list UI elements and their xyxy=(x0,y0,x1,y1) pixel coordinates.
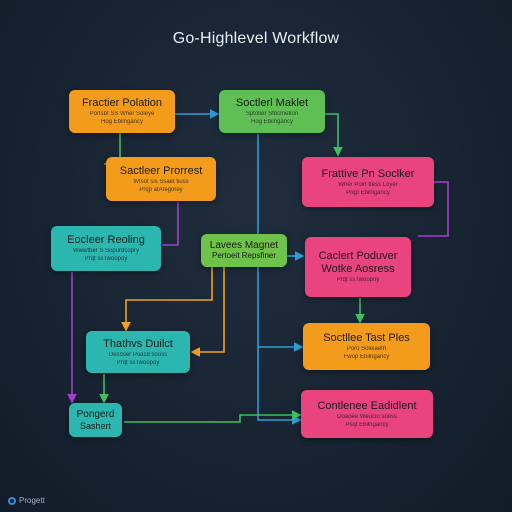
node-subtitle: Wotke Aosress xyxy=(321,263,395,275)
node-title: Soctllee Tast Ples xyxy=(323,332,410,344)
node-subtitle: Wtsot sis Ssaet tiuss xyxy=(133,178,189,185)
node-subtitle: Decoser Poacd sooss xyxy=(108,351,168,358)
diagram-title: Go-Highlevel Workflow xyxy=(172,30,340,47)
node-soctllee-tast-ples[interactable]: Soctllee Tast Ples Poro Soleiaeth Fwop E… xyxy=(303,323,430,370)
edge-n6-n8b xyxy=(190,266,225,357)
node-pongerd[interactable]: Pongerd Sashert xyxy=(69,403,122,437)
edge-n3-n5 xyxy=(162,202,179,246)
node-soctlerl-maklet[interactable]: Soctlerl Maklet Sptotier Sfbcmetion Hog … xyxy=(219,90,325,133)
node-subtitle: Hog Ebilngancy xyxy=(250,119,294,125)
node-eocleer-reoling[interactable]: Eocleer Reoling Wwwtber S Sopurdcopry Pr… xyxy=(51,226,161,271)
node-subtitle: Sptotier Sfbcmetion xyxy=(245,111,299,117)
node-title: Thathvs Duilct xyxy=(103,337,173,350)
node-subtitle: Portsbt SS Wher Soleye xyxy=(89,111,155,117)
node-title: Fractier Polation xyxy=(81,97,163,109)
node-title: Sactleer Prorrest xyxy=(119,164,203,177)
edge-n10-n11 xyxy=(124,410,302,423)
node-thathvs-duilct[interactable]: Thathvs Duilct Decoser Poacd sooss Prqt … xyxy=(86,331,190,373)
node-subtitle: Ooaoee Weuclo sooss xyxy=(336,413,398,420)
node-title: Frattive Pn Soclker xyxy=(321,167,415,180)
node-lavees-magnet[interactable]: Lavees Magnet Pertoeit Repsfiner xyxy=(201,234,287,267)
node-sactleer-prorrest[interactable]: Sactleer Prorrest Wtsot sis Ssaet tiuss … xyxy=(106,157,216,201)
node-subtitle: Prqt ssTwoopoy xyxy=(116,359,160,366)
node-subtitle: Psqt Ebilngancy xyxy=(345,421,389,428)
node-title: Soctlerl Maklet xyxy=(235,97,309,109)
node-title: Pongerd xyxy=(76,408,115,420)
node-subtitle: Poro Soleiaeth xyxy=(346,346,387,352)
node-title: Caclert Poduver xyxy=(318,250,398,262)
node-subtitle: Prqt ssTwoopoy xyxy=(336,277,380,283)
footer-label: Progett xyxy=(19,496,45,505)
node-subtitle: Wher Poirt ttess Loyer xyxy=(338,181,398,188)
node-subtitle: Prqp Ebilngancy xyxy=(346,189,390,196)
node-subtitle: Pertoeit Repsfiner xyxy=(211,251,277,260)
node-subtitle: Prqt ssTwoopoy xyxy=(84,256,128,262)
node-title: Lavees Magnet xyxy=(209,240,279,251)
node-subtitle: Sashert xyxy=(79,420,112,431)
node-fractier-polation[interactable]: Fractier Polation Portsbt SS Wher Soleye… xyxy=(69,90,175,133)
node-title: Contlenee Eadidlent xyxy=(317,399,417,412)
node-subtitle: Wwwtber S Sopurdcopry xyxy=(72,248,140,254)
edge-n4-n7 xyxy=(418,181,449,237)
node-contlenee-eadidlent[interactable]: Contlenee Eadidlent Ooaoee Weuclo sooss … xyxy=(301,390,433,438)
node-subtitle: Prqp atAtegorey xyxy=(139,186,183,193)
edge-n6-n8 xyxy=(121,266,213,332)
node-subtitle: Hog Ebilngancy xyxy=(100,119,144,125)
node-caclert-poduver[interactable]: Caclert Poduver Wotke Aosress Prqt ssTwo… xyxy=(305,237,411,297)
node-title: Eocleer Reoling xyxy=(67,234,145,246)
edge-n2-n4 xyxy=(325,113,343,157)
edge-trunk xyxy=(257,134,302,425)
node-frattive-pn-soclker[interactable]: Frattive Pn Soclker Wher Poirt ttess Loy… xyxy=(302,157,434,207)
footer-brand: Progett xyxy=(8,496,45,505)
node-subtitle: Fwop Ebilngancy xyxy=(343,354,390,360)
brand-logo-icon xyxy=(8,496,16,505)
